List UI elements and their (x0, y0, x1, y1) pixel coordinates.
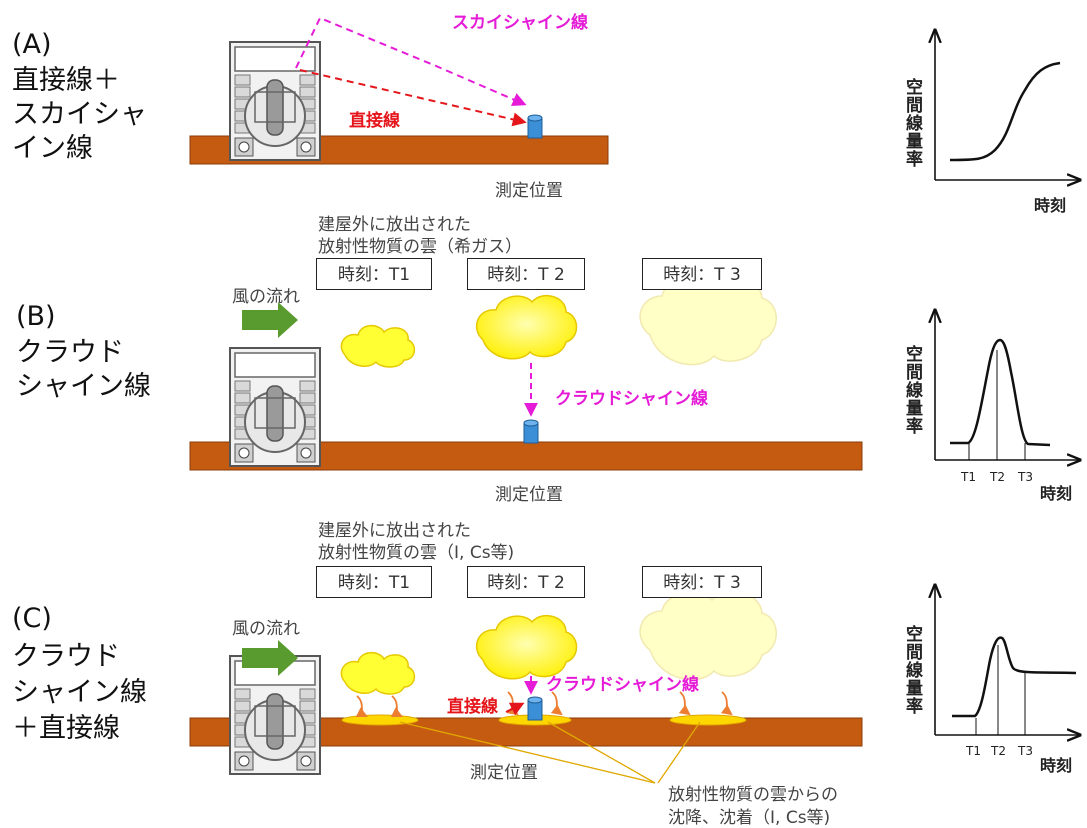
graph-c-x-label: 時刻 (1040, 756, 1073, 775)
skyshine-arrow-a (295, 16, 527, 106)
graph-c-t2-label: T2 (991, 744, 1006, 758)
deposit-label-2: 沈降、沈着（I, Cs等) (668, 808, 831, 828)
deposit-1 (341, 714, 419, 726)
panel-a-title-2: スカイシャ (12, 99, 147, 130)
graph-a-curve (949, 61, 1061, 162)
graph-c-curve (952, 636, 1077, 718)
cloud-b-t3 (639, 276, 777, 366)
direct-label-c: 直接線 (447, 697, 498, 717)
panel-c-cloud-desc-1: 建屋外に放出された (318, 521, 471, 541)
time-box-c-t3: 時刻：T 3 (642, 566, 762, 598)
panel-c-letter: (C) (12, 603, 52, 634)
direct-arrow-c (505, 702, 525, 716)
deposit-label-1: 放射性物質の雲からの (668, 785, 838, 805)
graph-c-t1-label: T1 (966, 744, 981, 758)
graph-a-y-label: 空間線量率 (902, 78, 922, 168)
panel-c-title-1: クラウド (12, 641, 120, 672)
wind-arrow-b (242, 302, 298, 338)
detector-b (523, 419, 539, 444)
graph-c-t3-label: T3 (1018, 744, 1033, 758)
panel-a-title-3: イン線 (12, 133, 93, 164)
panel-b-title-1: クラウド (16, 337, 124, 368)
deposit-3 (669, 714, 747, 726)
panel-b-title-2: シャイン線 (16, 371, 151, 402)
graph-b-t3-label: T3 (1018, 470, 1033, 484)
detector-a (527, 114, 543, 139)
panel-c-title-3: ＋直接線 (12, 713, 120, 744)
detector-c (527, 696, 543, 721)
cloud-c-t1 (340, 651, 416, 695)
wind-label-b: 風の流れ (232, 287, 300, 307)
cloud-b-t1 (340, 324, 416, 368)
direct-arrow-a (299, 69, 527, 127)
fall-arrows (355, 691, 733, 717)
time-box-b-t2: 時刻：T 2 (467, 258, 585, 290)
graph-b-x-label: 時刻 (1040, 484, 1073, 503)
panel-b-cloud-desc-1: 建屋外に放出された (318, 215, 471, 235)
skyshine-label: スカイシャイン線 (452, 13, 588, 33)
time-box-c-t1: 時刻：T1 (316, 566, 432, 598)
cloudshine-label-b: クラウドシャイン線 (555, 389, 708, 409)
graph-b-t1-label: T1 (961, 470, 976, 484)
measure-label-c: 測定位置 (470, 763, 538, 783)
panel-c-cloud-desc-2: 放射性物質の雲（I, Cs等) (318, 543, 515, 563)
cloud-b-t2 (475, 294, 578, 360)
measure-label-a: 測定位置 (495, 181, 563, 201)
cloudshine-label-c: クラウドシャイン線 (546, 675, 699, 695)
reactor-building-c (229, 655, 321, 775)
cloud-c-t2 (475, 614, 578, 680)
panel-a-title-1: 直接線＋ (12, 65, 120, 96)
measure-label-b: 測定位置 (495, 485, 563, 505)
cloud-c-t3 (639, 591, 777, 681)
direct-label-a: 直接線 (349, 111, 400, 131)
graph-a-x-label: 時刻 (1034, 196, 1067, 215)
graph-c-y-label: 空間線量率 (902, 625, 922, 715)
reactor-building-b (229, 347, 321, 467)
reactor-building-a (229, 41, 321, 161)
wind-arrow-c (242, 640, 298, 676)
panel-c-title-2: シャイン線 (12, 677, 147, 708)
panel-b-cloud-desc-2: 放射性物質の雲（希ガス） (318, 237, 522, 257)
graph-b-y-label: 空間線量率 (902, 345, 922, 435)
time-box-c-t2: 時刻：T 2 (467, 566, 585, 598)
time-box-b-t3: 時刻：T 3 (642, 258, 762, 290)
graph-b-t2-label: T2 (990, 470, 1005, 484)
graph-b-curve (950, 338, 1051, 447)
panel-a-letter: (A) (12, 29, 52, 60)
wind-label-c: 風の流れ (232, 619, 300, 639)
time-box-b-t1: 時刻：T1 (316, 258, 432, 290)
panel-b-letter: (B) (16, 301, 56, 332)
deposit-leaders (399, 721, 701, 784)
